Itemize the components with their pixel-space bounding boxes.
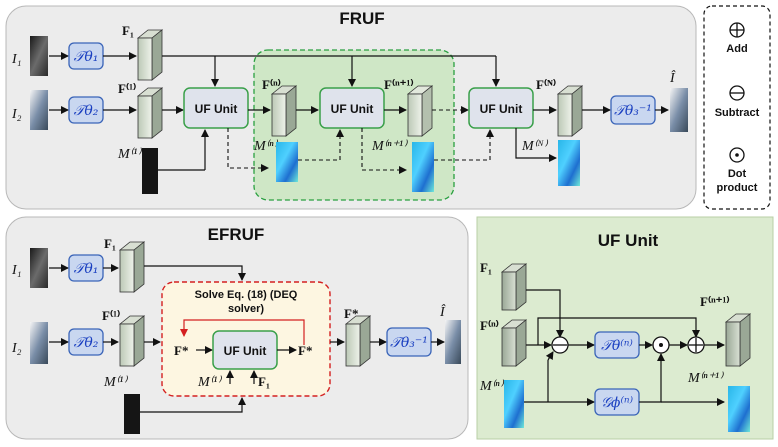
- fruf-feature-f-n1: [406, 85, 434, 137]
- efruf-label-f1: F₁: [104, 236, 116, 251]
- fruf-input-i2: I₂: [11, 107, 22, 122]
- fruf-mask-mn1: [412, 142, 434, 192]
- subtract-icon: [729, 85, 745, 101]
- fruf-label-f1-iter: F⁽¹⁾: [118, 81, 136, 96]
- fruf-uf-unit-1: [183, 87, 249, 129]
- ufunit-label-mn: M⁽ⁿ⁾: [479, 379, 505, 394]
- fruf-label-fn1: F⁽ⁿ⁺¹⁾: [384, 77, 414, 92]
- svg-text:𝒯θ₂: 𝒯θ₂: [74, 103, 99, 119]
- efruf-input-i2: I₂: [11, 341, 22, 356]
- fruf-uf-unit-N: [468, 87, 534, 129]
- efruf-unit-input-m1: M⁽¹⁾: [197, 375, 222, 390]
- legend-add-label: Add: [726, 43, 747, 55]
- svg-text:𝒯θ₁: 𝒯θ₁: [74, 49, 99, 65]
- add-icon: [729, 22, 745, 38]
- efruf-feature-f1: [118, 241, 146, 293]
- efruf-image-i1: [30, 248, 48, 288]
- efruf-label-m1: M⁽¹⁾: [103, 375, 128, 390]
- ufunit-label-f1: F₁: [480, 260, 492, 275]
- efruf-output-label: Î: [439, 303, 446, 320]
- fruf-mask-mn: [276, 142, 298, 182]
- efruf-output-image: [445, 320, 461, 364]
- fruf-uf-unit-n: [319, 87, 385, 129]
- svg-text:𝒯θ₃⁻¹: 𝒯θ₃⁻¹: [390, 335, 428, 351]
- ufunit-label-fn: F⁽ⁿ⁾: [480, 318, 499, 333]
- fruf-feature-f-1: [136, 87, 164, 139]
- ufunit-feature-f1: [500, 263, 528, 311]
- svg-text:UF Unit: UF Unit: [224, 344, 267, 358]
- svg-text:𝒯θ₂: 𝒯θ₂: [74, 335, 99, 351]
- efruf-unit-input-f1: F₁: [258, 374, 270, 389]
- legend-subtract-label: Subtract: [715, 107, 760, 119]
- svg-text:UF Unit: UF Unit: [480, 102, 523, 116]
- svg-text:𝒯θ⁽ⁿ⁾: 𝒯θ⁽ⁿ⁾: [601, 338, 633, 354]
- ufunit-label-fn1: F⁽ⁿ⁺¹⁾: [700, 294, 730, 309]
- ufunit-dot-product-icon: [652, 336, 670, 354]
- ufunit-label-mn1: M⁽ⁿ⁺¹⁾: [687, 371, 724, 386]
- fruf-feature-f-n: [270, 85, 298, 137]
- svg-text:𝒯θ₃⁻¹: 𝒯θ₃⁻¹: [614, 103, 652, 119]
- fruf-title: FRUF: [339, 9, 384, 28]
- fruf-label-m1: M⁽¹⁾: [117, 147, 142, 162]
- ufunit-mask-mn: [504, 380, 524, 428]
- svg-text:UF Unit: UF Unit: [331, 102, 374, 116]
- fruf-image-i1: [30, 36, 48, 76]
- legend-product-label: product: [717, 182, 758, 194]
- svg-text:𝒯θ₁: 𝒯θ₁: [74, 261, 99, 277]
- ufunit-feature-fn: [500, 319, 528, 367]
- fruf-output-label: Î: [669, 69, 676, 86]
- fruf-mask-mN: [558, 140, 580, 186]
- svg-text:UF Unit: UF Unit: [195, 102, 238, 116]
- fruf-image-i2: [30, 90, 48, 130]
- efruf-input-i1: I₁: [11, 263, 22, 278]
- fruf-label-mN: M⁽ᴺ⁾: [521, 139, 549, 154]
- fruf-feature-f1: [136, 29, 164, 81]
- ufunit-add-icon: [687, 336, 705, 354]
- efruf-fstar-in: F*: [174, 343, 188, 358]
- ufunit-title: UF Unit: [598, 231, 659, 250]
- efruf-label-f1-iter: F⁽¹⁾: [102, 308, 120, 323]
- ufunit-mask-mn1: [728, 386, 750, 432]
- fruf-output-image: [670, 88, 688, 132]
- fruf-label-f1: F₁: [122, 23, 134, 38]
- efruf-solve-line2: solver): [228, 303, 264, 315]
- efruf-solve-line1: Solve Eq. (18) (DEQ: [195, 289, 298, 301]
- fruf-label-fN: F⁽ᴺ⁾: [536, 77, 556, 92]
- efruf-feature-f-1: [118, 315, 146, 367]
- efruf-mask-m1: [124, 394, 140, 434]
- ufunit-subtract-icon: [551, 336, 569, 354]
- fruf-mask-m1: [142, 148, 158, 194]
- fruf-label-mn: M⁽ⁿ⁾: [253, 139, 279, 154]
- ufunit-feature-fn1: [724, 313, 752, 367]
- efruf-image-i2: [30, 322, 48, 364]
- efruf-fstar-out: F*: [298, 343, 312, 358]
- fruf-label-mn1: M⁽ⁿ⁺¹⁾: [371, 139, 408, 154]
- efruf-title: EFRUF: [208, 225, 265, 244]
- efruf-feature-fstar: [344, 315, 372, 367]
- svg-text:𝒢ϕ⁽ⁿ⁾: 𝒢ϕ⁽ⁿ⁾: [601, 395, 634, 411]
- legend-dot-label: Dot: [728, 168, 747, 180]
- legend-panel: [703, 5, 771, 210]
- dot-product-icon: [729, 147, 745, 163]
- fruf-label-fn: F⁽ⁿ⁾: [262, 77, 281, 92]
- fruf-feature-f-N: [556, 85, 584, 137]
- fruf-input-i1: I₁: [11, 52, 22, 67]
